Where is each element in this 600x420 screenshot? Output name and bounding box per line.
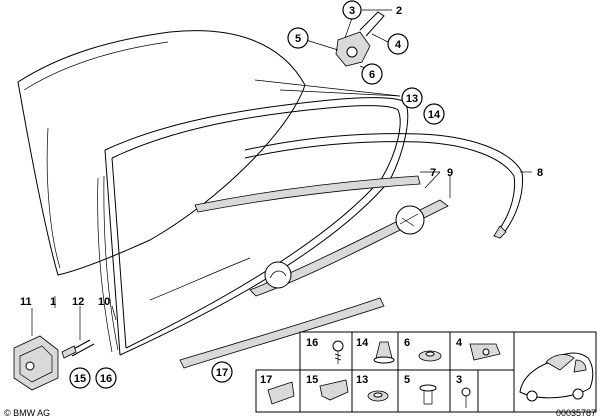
callout-5: 5 <box>287 27 309 49</box>
callout-15: 15 <box>69 367 91 389</box>
callout-14: 14 <box>423 103 445 125</box>
grid-label-16: 16 <box>306 337 318 349</box>
grid-label-3: 3 <box>456 374 462 386</box>
callout-12: 12 <box>72 296 84 308</box>
clip-17 <box>267 381 295 405</box>
grid-label-4: 4 <box>456 337 463 349</box>
clip-15 <box>319 379 349 401</box>
small-parts-grid: 16 14 6 4 17 15 13 <box>255 331 515 413</box>
drawing-number: 00035787 <box>556 408 596 418</box>
callout-13: 13 <box>401 87 423 109</box>
svg-text:5: 5 <box>295 33 301 45</box>
washer-6 <box>418 350 442 362</box>
grommet-13 <box>367 390 389 402</box>
svg-text:3: 3 <box>349 5 355 17</box>
svg-text:13: 13 <box>406 93 418 105</box>
grid-label-13: 13 <box>356 374 368 386</box>
clip-nut-4 <box>469 343 501 361</box>
grid-label-5: 5 <box>404 374 410 386</box>
motor-unit <box>13 335 59 391</box>
svg-text:16: 16 <box>100 373 112 385</box>
car-location-thumbnail <box>513 331 597 413</box>
callout-17: 17 <box>211 361 233 383</box>
screw-16 <box>332 340 344 364</box>
outer-trim-strip <box>194 133 524 239</box>
grid-label-14: 14 <box>356 337 369 349</box>
callout-10: 10 <box>98 296 110 308</box>
callout-9: 9 <box>447 167 453 179</box>
callout-16: 16 <box>95 367 117 389</box>
detail-loupe-clip <box>264 261 292 289</box>
svg-text:6: 6 <box>369 69 375 81</box>
callout-11: 11 <box>20 296 32 308</box>
grid-label-15: 15 <box>306 374 318 386</box>
svg-text:15: 15 <box>74 373 86 385</box>
callout-8: 8 <box>537 167 543 179</box>
copyright-text: © BMW AG <box>4 408 50 418</box>
callout-6: 6 <box>361 63 383 85</box>
screw-3 <box>461 387 471 408</box>
svg-text:17: 17 <box>216 367 228 379</box>
svg-text:14: 14 <box>428 109 441 121</box>
callout-3: 3 <box>342 0 362 20</box>
window-frame-seal <box>97 97 409 356</box>
svg-text:4: 4 <box>395 39 402 51</box>
grid-label-17: 17 <box>260 374 272 386</box>
callout-2: 2 <box>396 5 402 17</box>
expanding-nut-14 <box>373 341 395 364</box>
callout-1: 1 <box>50 296 56 308</box>
callout-7: 7 <box>430 167 436 179</box>
callout-4: 4 <box>387 33 409 55</box>
bolt-5 <box>419 384 437 405</box>
window-lifter-rod <box>61 339 95 359</box>
rear-side-window-glass <box>17 30 306 276</box>
leader-lines <box>31 9 532 340</box>
grid-label-6: 6 <box>404 337 410 349</box>
hinge-bracket <box>335 11 385 67</box>
detail-loupe-rail <box>395 205 425 235</box>
